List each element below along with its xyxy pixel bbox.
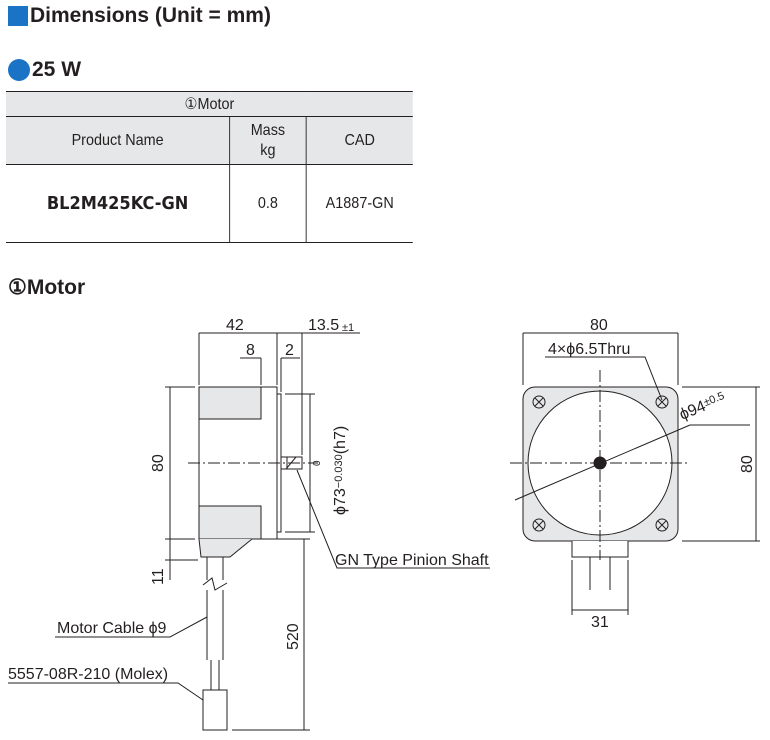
dim-11: 11 (150, 568, 167, 585)
connector-label: 5557-08R-210 (Molex) (8, 666, 168, 683)
dim-80-width: 80 (590, 317, 608, 334)
product-name: BL2M425KC-GN (6, 164, 231, 243)
side-view: 42 13.5 ±1 8 2 80 11 520 ϕ73−0.030(h7) 0… (8, 317, 490, 731)
mass-label: Mass (250, 121, 286, 139)
title-text: Dimensions (Unit = mm) (30, 4, 271, 27)
cable-outlet (198, 538, 253, 558)
dim-13-5-tol: ±1 (342, 322, 354, 334)
dim-520 (232, 538, 310, 731)
dim-31-text: 31 (591, 614, 609, 631)
pcd-leaders (514, 356, 750, 501)
drawing-title: ①Motor (8, 276, 86, 299)
break-mark (202, 577, 228, 591)
section-text: 25 W (32, 58, 82, 81)
cable-label: Motor Cable ϕ9 (57, 620, 167, 637)
dim-lines-left (165, 386, 198, 580)
dim-31 (571, 560, 629, 615)
dim-13-5: 13.5 (308, 317, 339, 334)
table-row: BL2M425KC-GN 0.8 A1887-GN (6, 164, 413, 243)
dim-80-top (522, 332, 679, 385)
holes-label: 4×ϕ6.5Thru (548, 341, 630, 358)
dim-pilot (285, 393, 315, 533)
dim-80-height: 80 (739, 455, 756, 473)
dim-42: 42 (226, 317, 244, 334)
shaft-leader (296, 469, 490, 569)
dim-2: 2 (285, 342, 294, 359)
cable-leader (55, 616, 208, 638)
circle-bullet-icon (8, 59, 30, 81)
body-block-bottom (198, 505, 262, 540)
cable-front (589, 557, 611, 590)
cad-link[interactable]: A1887-GN (305, 164, 413, 243)
connector (202, 689, 228, 731)
shaft-label: GN Type Pinion Shaft (335, 552, 489, 569)
motor-cable (206, 557, 224, 660)
dim-520-text: 520 (285, 623, 302, 650)
mass-unit: kg (260, 141, 276, 159)
mass-value: 0.8 (229, 164, 307, 243)
pcd-label: ϕ94±0.5 (677, 390, 728, 424)
connector-leader (8, 682, 204, 701)
body-block-top (198, 386, 262, 420)
pilot-tol-upper: 0 (312, 460, 323, 466)
col-product-name: Product Name (6, 116, 231, 165)
lead-wires (210, 660, 220, 690)
col-cad: CAD (305, 116, 413, 165)
dim-80-right (682, 386, 760, 542)
square-bullet-icon (8, 6, 28, 26)
dim-pilot-text: ϕ73−0.030(h7) (332, 426, 349, 515)
mounting-holes (532, 395, 669, 532)
dim-80-side: 80 (150, 454, 167, 472)
front-view: 80 4×ϕ6.5Thru ϕ94±0.5 80 31 (510, 317, 760, 631)
page-title: Dimensions (Unit = mm) (8, 4, 271, 28)
dim-8: 8 (246, 342, 255, 359)
section-heading: 25 W (8, 58, 81, 82)
